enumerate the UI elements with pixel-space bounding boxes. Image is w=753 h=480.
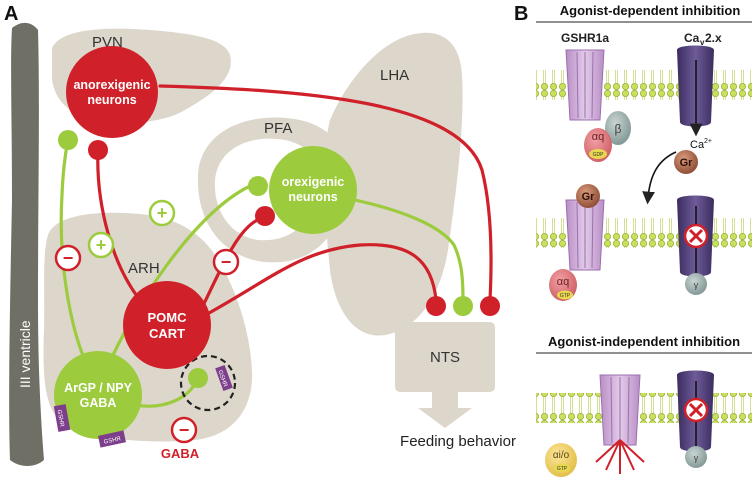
minus-symbol-pvn: − xyxy=(54,244,82,272)
svg-text:GSHR: GSHR xyxy=(216,370,228,389)
section2-title: Agonist-independent inhibition xyxy=(548,334,740,349)
ghrelin-ligand-1 xyxy=(674,150,698,174)
gaba-label: GABA xyxy=(161,446,200,461)
agrp-to-anorexigenic-axon xyxy=(59,138,97,382)
plus-symbol-pfa: + xyxy=(148,199,176,227)
feeding-arrow xyxy=(418,392,472,428)
channel-label-sub: v xyxy=(700,38,705,47)
membrane-3 xyxy=(536,393,752,423)
gdp-label: GDP xyxy=(593,152,605,158)
panel-a-letter: A xyxy=(4,3,18,25)
ghrelin-label-2: Gr xyxy=(582,191,596,203)
ghrelin-label-1: Gr xyxy=(680,157,694,169)
channel-label-main: Ca xyxy=(684,31,700,45)
lha-region xyxy=(324,32,463,336)
minus-symbol-pfa: − xyxy=(212,248,240,276)
cart-label: CART xyxy=(149,326,185,341)
plus-symbol-pvn: + xyxy=(87,231,115,259)
orexigenic-label-1: orexigenic xyxy=(282,175,345,189)
gshr-tag-agrp-2: GSHR xyxy=(98,430,126,448)
block-x-icon-2 xyxy=(683,397,709,423)
nts-box xyxy=(395,322,495,392)
svg-text:GSHR: GSHR xyxy=(56,409,65,428)
terminal-green-pomc xyxy=(188,368,208,388)
g-alpha-io-label: αi/o xyxy=(553,450,570,461)
channel-label-suffix: 2.x xyxy=(705,31,722,45)
terminal-red-nts-1 xyxy=(426,296,446,316)
pomc-to-orexigenic-axon xyxy=(198,216,264,314)
svg-text:−: − xyxy=(179,420,190,440)
gshr-tag-pomc: GSHR xyxy=(215,365,233,391)
g-gamma-label-3: γ xyxy=(694,453,699,463)
g-beta-gamma-subunit-2 xyxy=(685,273,707,295)
calcium-charge: 2+ xyxy=(704,138,712,145)
terminal-green-pvn xyxy=(58,130,78,150)
agrp-label-2: GABA xyxy=(80,396,117,410)
anorexigenic-label-2: neurons xyxy=(87,93,136,107)
terminal-red-nts-2 xyxy=(480,296,500,316)
lha-label: LHA xyxy=(380,67,409,84)
gdp-badge xyxy=(589,149,607,159)
g-alpha-q-label-1: αq xyxy=(592,131,604,143)
ghrelin-ligand-2 xyxy=(576,184,600,208)
anorexigenic-neurons xyxy=(66,46,158,138)
pomc-cart-neurons xyxy=(123,281,211,369)
calcium-label: Ca xyxy=(690,139,705,151)
terminal-green-nts xyxy=(453,296,473,316)
synapse-dashed-circle xyxy=(179,354,237,412)
gtp-badge-2 xyxy=(554,463,570,473)
gtp-badge-1 xyxy=(557,290,573,300)
terminal-green-pfa xyxy=(248,176,268,196)
agrp-label-1: ArGP / NPY xyxy=(64,381,133,395)
feeding-behavior-label: Feeding behavior xyxy=(400,433,516,450)
g-beta-label-1: β xyxy=(615,122,622,136)
gshr1a-receptor-1 xyxy=(565,49,605,121)
panel-b-letter: B xyxy=(514,3,528,25)
terminal-red-pvn xyxy=(88,140,108,160)
anorexigenic-label-1: anorexigenic xyxy=(73,78,150,92)
g-alpha-q-label-2: αq xyxy=(557,276,569,288)
svg-text:GSHR: GSHR xyxy=(103,436,122,446)
constitutive-activity-rays xyxy=(595,439,645,474)
section1-title: Agonist-dependent inhibition xyxy=(560,3,741,18)
gtp-label-1: GTP xyxy=(560,293,571,299)
orexigenic-label-2: neurons xyxy=(288,190,337,204)
receptor-label: GSHR1a xyxy=(561,31,609,45)
svg-text:+: + xyxy=(157,203,168,223)
ventricle-label: III ventricle xyxy=(17,320,33,388)
svg-text:−: − xyxy=(221,252,232,272)
svg-text:+: + xyxy=(96,235,107,255)
g-gamma-label-2: γ xyxy=(694,280,699,290)
terminal-red-pfa xyxy=(255,206,275,226)
block-x-icon-1 xyxy=(683,223,709,249)
arh-label: ARH xyxy=(128,260,160,277)
pfa-label: PFA xyxy=(264,120,292,137)
anorexigenic-to-nts-axon xyxy=(158,84,493,302)
ventricle-region xyxy=(9,22,44,467)
orexigenic-to-nts-axon xyxy=(353,198,465,302)
nts-label: NTS xyxy=(430,349,460,366)
g-beta-subunit-1 xyxy=(605,111,631,145)
gshr-tag-agrp-1: GSHR xyxy=(53,404,71,432)
ghrelin-binding-arrow xyxy=(642,151,677,205)
gshr1a-receptor-3 xyxy=(599,374,641,446)
g-beta-gamma-subunit-3 xyxy=(685,446,707,468)
pomc-label: POMC xyxy=(148,310,188,325)
agrp-npy-neurons xyxy=(54,351,142,439)
pomc-to-nts-axon xyxy=(198,243,438,320)
gtp-label-2: GTP xyxy=(557,466,568,472)
gshr1a-receptor-2 xyxy=(565,199,605,271)
orexigenic-neurons xyxy=(269,146,357,234)
minus-symbol-gaba: − xyxy=(170,416,198,444)
svg-text:−: − xyxy=(63,248,74,268)
